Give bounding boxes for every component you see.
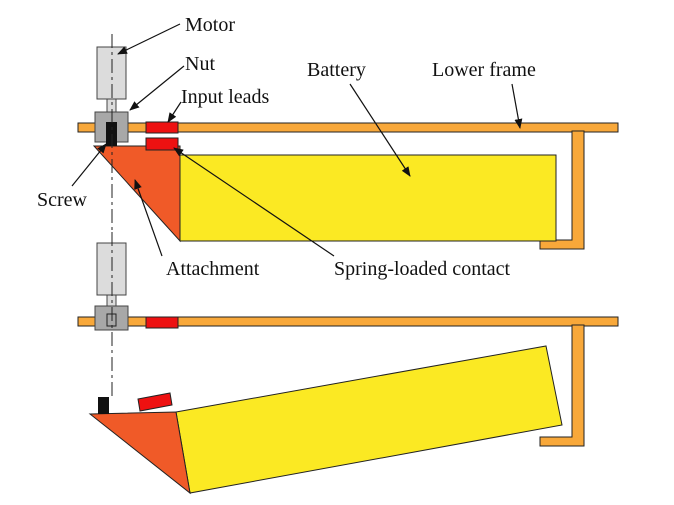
label-nut: Nut — [185, 53, 215, 75]
label-input-leads: Input leads — [181, 86, 270, 108]
spring-contact-top — [145, 137, 179, 151]
label-lower-frame: Lower frame — [432, 59, 536, 81]
arrow-screw — [71, 143, 107, 187]
battery-top — [179, 154, 557, 242]
arrow-lower-frame — [511, 83, 523, 129]
label-screw: Screw — [37, 189, 88, 211]
battery-bottom — [175, 345, 563, 494]
label-spring-contact: Spring-loaded contact — [334, 258, 510, 280]
docked-state — [77, 34, 619, 250]
released-state — [77, 232, 619, 495]
arrow-spring-contact — [173, 147, 335, 257]
arrow-nut — [129, 65, 185, 111]
attachment-top — [92, 145, 181, 243]
input-lead-top — [145, 121, 179, 134]
label-battery: Battery — [307, 59, 366, 81]
label-motor: Motor — [185, 14, 235, 36]
input-lead-bottom — [145, 316, 179, 329]
arrow-input-leads — [167, 101, 182, 123]
spring-contact-bottom — [137, 392, 173, 412]
arrow-attachment — [134, 179, 163, 257]
lower-frame-bar-top — [77, 122, 619, 133]
label-attachment: Attachment — [166, 258, 260, 280]
lower-frame-bracket-bottom — [539, 324, 585, 447]
lower-frame-bar-bottom — [77, 316, 619, 327]
labels: Motor Nut Input leads Battery Lower fram… — [37, 14, 536, 280]
arrow-motor — [117, 23, 181, 55]
arrow-battery — [349, 83, 411, 177]
leader-arrows — [71, 23, 523, 257]
screw-bottom — [98, 397, 109, 414]
attachment-bottom — [88, 411, 191, 495]
lower-frame-bracket-top — [539, 130, 585, 250]
